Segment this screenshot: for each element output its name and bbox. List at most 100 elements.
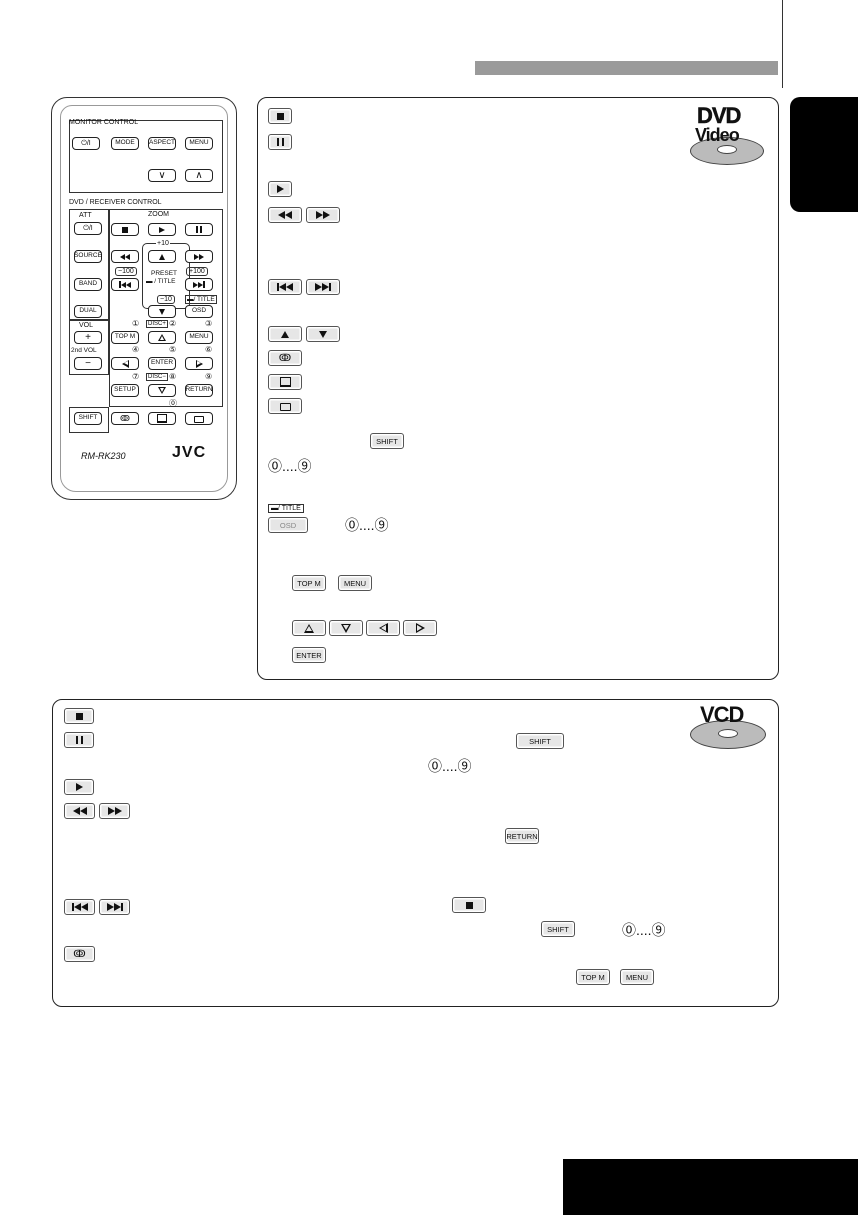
dvd-logo-bottom: Video: [695, 125, 740, 145]
dvd-up-button[interactable]: [268, 326, 302, 342]
page-number-tab: [563, 1159, 858, 1215]
vcd-logo: VCD: [688, 702, 768, 749]
plus100-label: +100: [186, 267, 208, 276]
remote-down-button[interactable]: [148, 305, 176, 318]
dvd-prev-button[interactable]: [268, 279, 302, 295]
vcd-audio-button[interactable]: ↂ: [64, 946, 95, 962]
dvd-cursor-right-button[interactable]: [403, 620, 437, 636]
source-button[interactable]: SOURCE: [74, 250, 102, 263]
dvd-disc-hole-icon: [717, 145, 737, 154]
plus10-label: +10: [156, 240, 170, 247]
remote-stop-button[interactable]: [111, 223, 139, 236]
dvd-subtitle-button[interactable]: [268, 374, 302, 390]
dvd-next-button[interactable]: [306, 279, 340, 295]
vcd-topmenu-button[interactable]: TOP M: [576, 969, 610, 985]
dvd-cursor-down-button[interactable]: [329, 620, 363, 636]
dvd-down-button[interactable]: [306, 326, 340, 342]
remote-topmenu-button[interactable]: TOP M: [111, 331, 139, 344]
remote-audio-button[interactable]: ↂ: [111, 412, 139, 425]
remote-return-button[interactable]: RETURN: [185, 384, 213, 397]
mode-button[interactable]: MODE: [111, 137, 139, 150]
remote-pause-button[interactable]: [185, 223, 213, 236]
remote-cursor-down-button[interactable]: [148, 384, 176, 397]
vcd-pause-button[interactable]: [64, 732, 94, 748]
vol-label: VOL: [79, 322, 94, 329]
band-button[interactable]: BAND: [74, 278, 102, 291]
vcd-rewind-button[interactable]: [64, 803, 95, 819]
remote-fastforward-button[interactable]: [185, 250, 213, 263]
vcd-play-button[interactable]: [64, 779, 94, 795]
header-bar: [475, 61, 778, 75]
remote-cursor-right-button[interactable]: [185, 357, 213, 370]
dvd-fastforward-button[interactable]: [306, 207, 340, 223]
crop-mark-vertical: [782, 0, 783, 88]
dvd-shift-button[interactable]: SHIFT: [370, 433, 404, 449]
remote-setup-button[interactable]: SETUP: [111, 384, 139, 397]
remote-cursor-up-button[interactable]: [148, 331, 176, 344]
vcd-shift-button[interactable]: SHIFT: [516, 733, 564, 749]
vcd-return-button[interactable]: RETURN: [505, 828, 539, 844]
remote-up-button[interactable]: [148, 250, 176, 263]
vcd-shift-inline-button[interactable]: SHIFT: [541, 921, 575, 937]
dvd-enter-button[interactable]: ENTER: [292, 647, 326, 663]
remote-prev-button[interactable]: [111, 278, 139, 291]
tilt-up-button[interactable]: ∧: [185, 169, 213, 182]
vol-down-button[interactable]: −: [74, 357, 102, 370]
vcd-stop-button[interactable]: [64, 708, 94, 724]
remote-control: MONITOR CONTROL ⏻/I MODE ASPECT MENU ∨ ∧…: [51, 97, 237, 500]
dvd-angle-button[interactable]: [268, 398, 302, 414]
vol-up-button[interactable]: +: [74, 331, 102, 344]
dvd-rewind-button[interactable]: [268, 207, 302, 223]
dvd-title-tag: ▬/ TITLE: [268, 504, 304, 513]
remote-rewind-button[interactable]: [111, 250, 139, 263]
dvd-topmenu-button[interactable]: TOP M: [292, 575, 326, 591]
remote-subtitle-button[interactable]: [148, 412, 176, 425]
tilt-down-button[interactable]: ∨: [148, 169, 176, 182]
monitor-power-button[interactable]: ⏻/I: [72, 137, 100, 150]
preset-label: PRESET: [151, 270, 178, 277]
dvd-panel: [257, 97, 779, 680]
remote-enter-button[interactable]: ENTER: [148, 357, 176, 370]
dvd-play-button[interactable]: [268, 181, 292, 197]
receiver-column-box-top: [69, 209, 109, 321]
dvd-cursor-left-button[interactable]: [366, 620, 400, 636]
num4-label: ④: [132, 345, 140, 354]
receiver-power-button[interactable]: ⏻/I: [74, 222, 102, 235]
remote-osd-button[interactable]: OSD: [185, 305, 213, 318]
vcd-logo-text: VCD: [700, 702, 744, 727]
dvd-digit-buttons: ⓪....⑨: [268, 458, 312, 474]
dvd-control-box: [109, 209, 223, 407]
num0-label: ⓪: [169, 399, 177, 408]
dvd-menu-button[interactable]: MENU: [338, 575, 372, 591]
vcd-prev-button[interactable]: [64, 899, 95, 915]
remote-shift-button[interactable]: SHIFT: [74, 412, 102, 425]
dvd-audio-button[interactable]: ↂ: [268, 350, 302, 366]
zoom-label: ZOOM: [148, 211, 169, 218]
remote-angle-button[interactable]: [185, 412, 213, 425]
title-folder-label: ▬ / TITLE: [146, 278, 176, 285]
side-language-tab: [790, 97, 858, 212]
dual-button[interactable]: DUAL: [74, 305, 102, 318]
second-vol-label: 2nd VOL: [71, 347, 97, 354]
remote-next-button[interactable]: [185, 278, 213, 291]
num3-label: ③: [205, 319, 213, 328]
dvd-osd-button[interactable]: OSD: [268, 517, 308, 533]
minus100-label: −100: [115, 267, 137, 276]
aspect-button[interactable]: ASPECT: [148, 137, 176, 150]
monitor-menu-button[interactable]: MENU: [185, 137, 213, 150]
vcd-next-button[interactable]: [99, 899, 130, 915]
remote-menu-button[interactable]: MENU: [185, 331, 213, 344]
vcd-fastforward-button[interactable]: [99, 803, 130, 819]
dvd-cursor-up-button[interactable]: [292, 620, 326, 636]
dvd-pause-button[interactable]: [268, 134, 292, 150]
vcd-menu-button[interactable]: MENU: [620, 969, 654, 985]
att-label: ATT: [79, 212, 92, 219]
vcd-stop-inline-button[interactable]: [452, 897, 486, 913]
dvd-stop-button[interactable]: [268, 108, 292, 124]
vcd-inline-digit-buttons: ⓪....⑨: [622, 922, 666, 938]
remote-cursor-left-button[interactable]: [111, 357, 139, 370]
num6-label: ⑥: [205, 345, 213, 354]
dvd-osd-digit-buttons: ⓪....⑨: [345, 517, 389, 533]
num2-label: ②: [169, 319, 177, 328]
remote-play-button[interactable]: [148, 223, 176, 236]
